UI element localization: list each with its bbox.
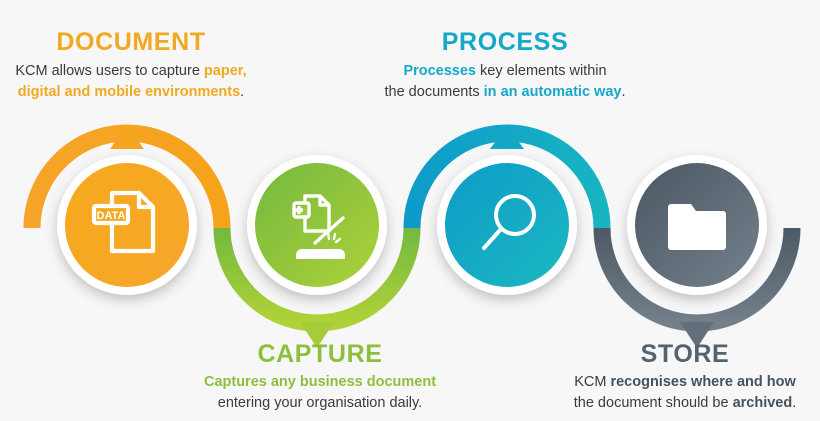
process-desc-part-4: in an automatic way xyxy=(483,84,622,101)
store-desc-part-1: KCM xyxy=(574,374,611,390)
document-data-icon xyxy=(91,190,156,254)
store-description: KCM recognises where and how the document… xyxy=(552,372,818,414)
step-circle-store[interactable] xyxy=(627,155,767,295)
step-circle-document[interactable]: DATA xyxy=(57,155,197,295)
step-text-store: STORE KCM recognises where and how the do… xyxy=(552,342,818,414)
process-desc-part-2: key elements within xyxy=(476,63,607,79)
document-desc-part-3: digital and mobile environments xyxy=(17,84,241,101)
step-text-capture: CAPTURE Captures any business document en… xyxy=(176,342,464,414)
scanner-icon xyxy=(292,194,345,259)
document-desc-part-4: . xyxy=(240,84,245,101)
arc-capture xyxy=(213,227,421,348)
step-circle-capture[interactable] xyxy=(247,155,387,295)
process-desc-part-5: . xyxy=(621,84,626,101)
capture-title: CAPTURE xyxy=(257,340,383,368)
magnifier-icon xyxy=(482,194,536,250)
store-title: STORE xyxy=(640,340,730,368)
document-icon-label: DATA xyxy=(97,210,126,222)
document-desc-part-2: paper, xyxy=(203,63,247,79)
capture-desc-part-1: Captures any business document xyxy=(203,374,437,390)
arc-document xyxy=(23,124,231,229)
store-desc-part-2: recognises where and how xyxy=(610,374,796,390)
process-title: PROCESS xyxy=(441,28,569,56)
capture-description: Captures any business document entering y… xyxy=(176,372,464,414)
process-desc-part-3: the documents xyxy=(384,84,484,101)
capture-desc-part-2: entering your organisation daily. xyxy=(217,395,423,412)
store-desc-part-4: archived xyxy=(732,395,793,412)
step-text-document: DOCUMENT KCM allows users to capture pap… xyxy=(0,30,262,103)
arc-store xyxy=(593,227,801,348)
step-text-process: PROCESS Processes key elements within the… xyxy=(366,30,644,103)
store-desc-part-3: the document should be xyxy=(573,395,733,412)
folder-icon xyxy=(668,204,726,250)
step-circle-process[interactable] xyxy=(437,155,577,295)
process-desc-part-1: Processes xyxy=(403,63,476,79)
arc-process xyxy=(403,124,611,229)
document-title: DOCUMENT xyxy=(56,28,206,56)
document-desc-part-1: KCM allows users to capture xyxy=(15,63,204,79)
store-desc-part-5: . xyxy=(792,395,797,412)
document-description: KCM allows users to capture paper, digita… xyxy=(0,61,262,103)
process-description: Processes key elements within the documen… xyxy=(366,61,644,103)
